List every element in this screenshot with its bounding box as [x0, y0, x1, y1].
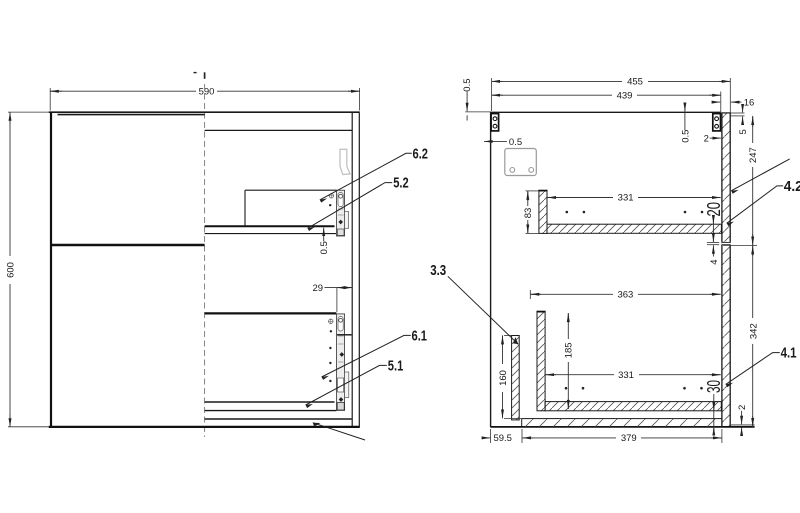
svg-text:16: 16	[744, 97, 755, 108]
svg-text:331: 331	[618, 193, 634, 204]
svg-text:4: 4	[709, 259, 720, 264]
svg-text:0.5: 0.5	[462, 78, 473, 91]
svg-text:0.5: 0.5	[509, 137, 522, 148]
svg-text:30: 30	[704, 380, 724, 393]
svg-text:379: 379	[621, 433, 637, 444]
svg-text:342: 342	[749, 323, 760, 339]
svg-text:6.2: 6.2	[413, 146, 429, 162]
svg-text:3.3: 3.3	[430, 263, 446, 279]
svg-text:247: 247	[748, 147, 759, 163]
svg-text:0.5: 0.5	[680, 130, 691, 143]
svg-text:331: 331	[618, 370, 634, 381]
svg-text:83: 83	[523, 208, 534, 219]
svg-text:160: 160	[498, 370, 509, 386]
svg-text:5: 5	[738, 129, 749, 134]
svg-text:20: 20	[704, 202, 724, 217]
svg-text:29: 29	[313, 283, 324, 294]
svg-text:363: 363	[617, 289, 633, 300]
svg-text:439: 439	[617, 90, 633, 101]
svg-text:4.1: 4.1	[781, 346, 797, 362]
svg-text:455: 455	[627, 77, 643, 88]
svg-text:2: 2	[704, 134, 709, 145]
svg-text:0.5: 0.5	[319, 241, 330, 254]
svg-text:5.1: 5.1	[388, 358, 404, 374]
svg-text:600: 600	[5, 262, 16, 278]
svg-text:4.2: 4.2	[784, 179, 800, 195]
svg-text:185: 185	[564, 342, 575, 358]
svg-text:5.2: 5.2	[393, 176, 409, 192]
svg-text:2: 2	[737, 405, 748, 410]
svg-text:590: 590	[199, 86, 215, 97]
svg-text:6.1: 6.1	[412, 329, 428, 345]
svg-text:59.5: 59.5	[493, 433, 512, 444]
